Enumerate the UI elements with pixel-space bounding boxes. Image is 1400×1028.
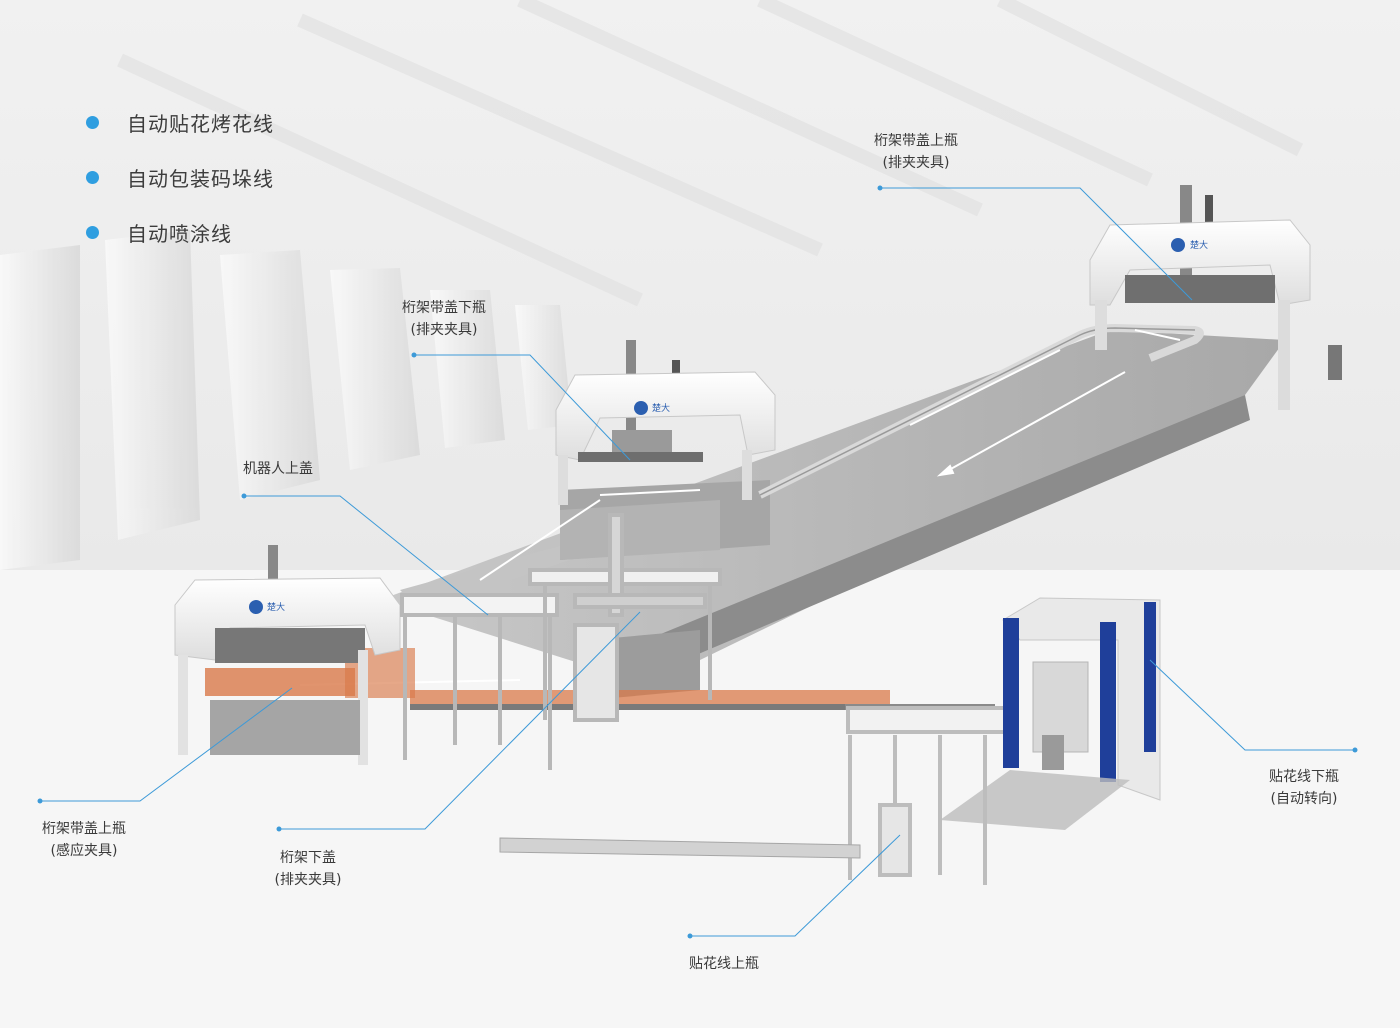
callout-gantry-cap: 桁架下盖 (排夹夹具) <box>258 847 358 891</box>
gantry-upper-right: 楚大 <box>1089 185 1342 410</box>
list-item-label: 自动贴花烤花线 <box>127 112 274 136</box>
callout-title: 桁架下盖 <box>280 850 336 866</box>
callout-leaders <box>40 187 1355 937</box>
logo-cn-3: 楚大 <box>267 601 285 613</box>
callout-robot-cap: 机器人上盖 <box>228 458 328 480</box>
callout-subtitle: (自动转向) <box>1270 791 1338 807</box>
callout-subtitle: (排夹夹具) <box>274 872 342 888</box>
callout-title: 桁架带盖上瓶 <box>42 821 126 837</box>
callout-title: 机器人上盖 <box>243 461 313 477</box>
callout-title: 桁架带盖下瓶 <box>402 300 486 316</box>
robot-cap-station <box>400 513 722 770</box>
list-item-label: 自动包装码垛线 <box>127 167 274 191</box>
callout-subtitle: (排夹夹具) <box>410 322 478 338</box>
decal-unload-station <box>940 597 1161 830</box>
bullet-icon <box>86 171 99 184</box>
callout-subtitle: (排夹夹具) <box>882 155 950 171</box>
logo-cn-2: 楚大 <box>652 402 670 414</box>
list-item: 自动贴花烤花线 <box>86 95 406 150</box>
decal-load-station <box>499 706 1010 885</box>
ceiling-beams <box>117 0 1304 307</box>
callout-decal-unload: 贴花线下瓶 (自动转向) <box>1254 766 1354 810</box>
list-item: 自动喷涂线 <box>86 205 406 260</box>
bullet-icon <box>86 226 99 239</box>
callout-title: 贴花线下瓶 <box>1269 769 1339 785</box>
background-pillars <box>0 230 572 570</box>
callout-gantry-lower-mid: 桁架带盖下瓶 (排夹夹具) <box>394 297 494 341</box>
gantry-lower-left: 楚大 <box>174 545 401 765</box>
logo-cn-1: 楚大 <box>1190 239 1208 251</box>
callout-title: 贴花线上瓶 <box>689 956 759 972</box>
callout-dots <box>37 185 1358 939</box>
callout-title: 桁架带盖上瓶 <box>874 133 958 149</box>
callout-gantry-upper-left: 桁架带盖上瓶 (感应夹具) <box>34 818 134 862</box>
list-item-label: 自动喷涂线 <box>127 222 232 246</box>
bullet-icon <box>86 116 99 129</box>
list-item: 自动包装码垛线 <box>86 150 406 205</box>
callout-decal-load: 贴花线上瓶 <box>674 953 774 975</box>
callout-gantry-upper-right: 桁架带盖上瓶 (排夹夹具) <box>866 130 966 174</box>
gantry-middle: 楚大 <box>555 340 776 505</box>
callout-subtitle: (感应夹具) <box>50 843 118 859</box>
line-type-list: 自动贴花烤花线 自动包装码垛线 自动喷涂线 <box>86 95 406 260</box>
